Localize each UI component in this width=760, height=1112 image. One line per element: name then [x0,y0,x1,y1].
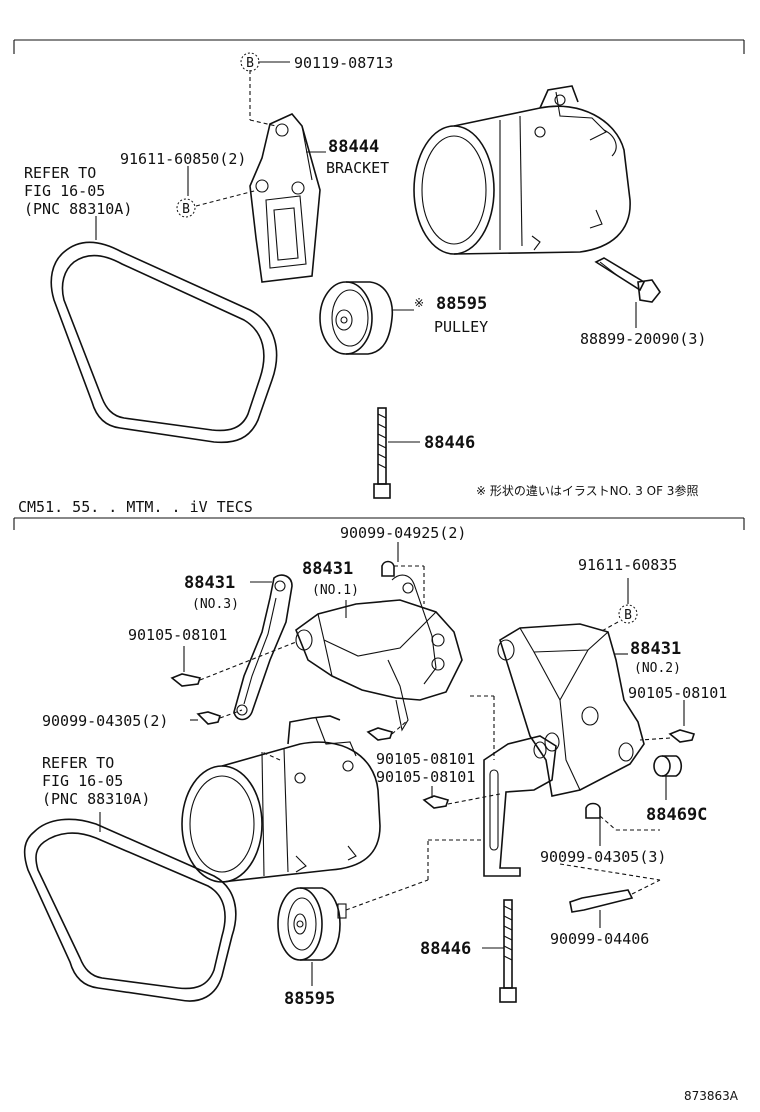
label-fig-bottom: FIG 16-05 [42,772,123,790]
bolt-90105-08101-mid [366,727,394,741]
figure-id: 873863A [684,1089,739,1103]
label-90099-04406: 90099-04406 [550,930,649,948]
bolt-90105-08101-right [668,729,696,743]
label-refer-to-bottom: REFER TO [42,754,114,772]
b-marker-1: B [240,52,260,72]
label-91611-60850: 91611-60850(2) [120,150,246,168]
label-pnc-top: (PNC 88310A) [24,200,132,218]
compressor-top [413,85,631,255]
bolt-90099-04305-left [196,711,222,725]
label-88431-no1: 88431 [302,559,353,579]
label-88595-bottom: 88595 [284,989,335,1009]
bolt-90099-04305-right [585,802,601,819]
bracket-88444 [249,113,321,283]
bracket-88431-no1 [295,574,463,732]
label-bracket: BRACKET [326,159,389,177]
leaders-top [95,61,637,443]
b-marker-3: B [618,604,638,624]
sleeve-88469c [653,755,683,777]
label-88899-20090: 88899-20090(3) [580,330,706,348]
label-88431-no2: 88431 [630,639,681,659]
label-91611-60835: 91611-60835 [578,556,677,574]
label-no1: (NO.1) [312,583,359,598]
top-section: B B 90119-08713 91611-60850(2) 88444 BRA… [24,52,706,499]
label-88595-top: 88595 [436,294,487,314]
label-no3: (NO.3) [192,597,239,612]
bolt-90105-08101-left [170,673,202,687]
bolt-90099-04406 [569,889,634,913]
b-marker-2: B [176,198,196,218]
label-90105-08101-c: 90105-08101 [376,750,475,768]
label-88431-no3: 88431 [184,573,235,593]
label-90105-08101-b: 90105-08101 [628,684,727,702]
pulley-88595-top [319,281,394,355]
label-fig-top: FIG 16-05 [24,182,105,200]
label-88469c: 88469C [646,805,707,825]
pulley-88595-bottom [277,887,347,961]
bracket-88431-no2 [497,623,645,797]
v-belt-bottom [23,818,237,1002]
label-refer-to-top: REFER TO [24,164,96,182]
section-caption: CM51. 55. . MTM. . iV TECS [18,498,253,516]
label-90099-04925: 90099-04925(2) [340,524,466,542]
label-88444: 88444 [328,137,379,157]
frame [13,39,745,530]
bolt-90099-04925 [381,560,395,577]
svg-text:B: B [624,608,632,623]
label-pulley: PULLEY [434,318,488,336]
label-90099-04305-2: 90099-04305(2) [42,712,168,730]
label-90099-04305-3: 90099-04305(3) [540,848,666,866]
note-mark: ※ [414,296,424,310]
label-88446-top: 88446 [424,433,475,453]
bracket-88431-no3 [233,574,293,721]
adjusting-bracket [483,735,557,877]
leaders-bottom [99,542,685,986]
bolt-88446-top [373,407,391,499]
note-text: ※ 形状の違いはイラストNO. 3 OF 3参照 [476,483,698,498]
v-belt-top [50,241,278,444]
label-pnc-bottom: (PNC 88310A) [42,790,150,808]
bottom-section: B [23,524,727,1009]
bolt-88899 [594,257,661,303]
svg-text:B: B [246,56,254,71]
svg-text:B: B [182,202,190,217]
bolt-90105-08101-low [422,795,450,809]
label-90105-08101-a: 90105-08101 [128,626,227,644]
label-no2: (NO.2) [634,661,681,676]
label-88446-bottom: 88446 [420,939,471,959]
label-90105-08101-d: 90105-08101 [376,768,475,786]
bolt-88446-bottom [499,899,517,1003]
compressor-bottom [181,715,381,883]
label-90119-08713: 90119-08713 [294,54,393,72]
